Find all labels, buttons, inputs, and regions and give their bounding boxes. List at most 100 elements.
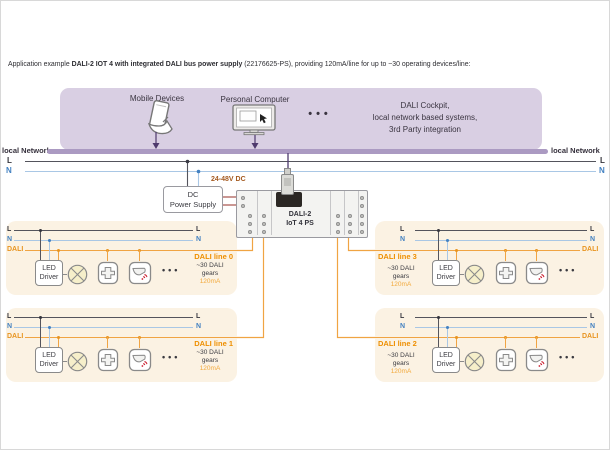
- dali-label: DALI: [7, 246, 24, 253]
- ellipsis-icon: •••: [162, 265, 181, 275]
- terminal: [348, 222, 352, 226]
- terminal: [348, 230, 352, 234]
- gear-info: ~30 DALI gears 120mA: [184, 349, 236, 373]
- dc-label-line2: Power Supply: [169, 200, 217, 209]
- terminal: [241, 204, 245, 208]
- presence-sensor-icon: [128, 261, 152, 285]
- presence-sensor-icon: [128, 348, 152, 372]
- current-label: 120mA: [199, 365, 221, 372]
- dali-line-3-box: L L N N DALI DALI line 3 LED Driver: [375, 221, 604, 295]
- terminal: [336, 222, 340, 226]
- local-network-label-right: local Network: [551, 146, 600, 155]
- current-label: 120mA: [390, 281, 412, 288]
- n-label: N: [196, 323, 202, 330]
- n-label-left: N: [6, 166, 12, 175]
- gear-info: ~30 DALI gears 120mA: [184, 262, 236, 286]
- current-label: 120mA: [390, 368, 412, 375]
- push-button-icon: [495, 261, 517, 285]
- terminal: [360, 204, 364, 208]
- dc-label-line1: DC: [187, 190, 199, 199]
- dali-wire: [25, 337, 237, 338]
- ellipsis-icon: •••: [162, 352, 181, 362]
- terminal: [360, 214, 364, 218]
- ellipsis-icon: •••: [559, 265, 578, 275]
- voltage-label: 24-48V DC: [211, 176, 246, 183]
- terminal: [262, 214, 266, 218]
- terminal: [248, 214, 252, 218]
- dali-wire-line1: [237, 236, 265, 339]
- dali2-iot4-ps-device: DALI-2 IoT 4 PS: [236, 190, 368, 238]
- n-label: N: [7, 323, 13, 330]
- dali-label: DALI: [582, 246, 599, 253]
- monitor-icon: [232, 104, 276, 136]
- n-label-right: N: [599, 166, 605, 175]
- ethernet-plug-detail: [284, 178, 291, 186]
- dali-line-title: DALI line 1: [194, 339, 233, 348]
- local-network-label-left: local Network: [2, 146, 51, 155]
- dali-line-title: DALI line 0: [194, 252, 233, 261]
- terminal: [262, 222, 266, 226]
- terminal: [360, 222, 364, 226]
- n-label: N: [590, 323, 596, 330]
- l-label: L: [590, 313, 595, 320]
- terminal: [262, 230, 266, 234]
- led-driver: LED Driver: [432, 260, 460, 286]
- l-label: L: [7, 313, 12, 320]
- l-label: L: [7, 226, 12, 233]
- ethernet-port: [276, 192, 302, 207]
- n-wire: [14, 327, 193, 328]
- n-label: N: [400, 236, 406, 243]
- gear-info: ~30 DALI gears 120mA: [375, 352, 427, 376]
- figure-caption: Application example DALI-2 IOT 4 with in…: [8, 60, 606, 69]
- dali-wire: [25, 250, 237, 251]
- dali-cockpit-text: DALI Cockpit, local network based system…: [344, 100, 506, 136]
- lamp-icon: [67, 351, 88, 372]
- dali-line-1-box: L L N N DALI DALI line 1 LED Driver: [6, 308, 237, 382]
- personal-computer-label: Personal Computer: [220, 95, 290, 104]
- mobile-devices-label: Mobile Devices: [129, 94, 185, 103]
- l-label-right: L: [600, 156, 605, 165]
- terminal: [248, 222, 252, 226]
- n-wire: [14, 240, 193, 241]
- l-label: L: [196, 226, 201, 233]
- cockpit-line-2: local network based systems,: [372, 113, 478, 122]
- dali-label: DALI: [582, 333, 599, 340]
- terminal: [248, 230, 252, 234]
- l-wire: [415, 317, 587, 318]
- l-wire: [415, 230, 587, 231]
- lamp-icon: [67, 264, 88, 285]
- terminal: [348, 214, 352, 218]
- dali-line-title: DALI line 2: [378, 339, 417, 348]
- n-label: N: [590, 236, 596, 243]
- push-button-icon: [97, 261, 119, 285]
- smartphone-hand-icon: [147, 100, 173, 135]
- dali-wire: [375, 337, 580, 338]
- lamp-icon: [464, 351, 485, 372]
- network-cloud: [60, 88, 542, 150]
- led-driver: LED Driver: [432, 347, 460, 373]
- terminal: [336, 214, 340, 218]
- n-label: N: [7, 236, 13, 243]
- ellipsis-icon: •••: [308, 108, 332, 120]
- n-label: N: [196, 236, 202, 243]
- presence-sensor-icon: [525, 261, 549, 285]
- n-label: N: [400, 323, 406, 330]
- led-driver: LED Driver: [35, 260, 63, 286]
- terminal: [360, 230, 364, 234]
- l-wire: [14, 230, 193, 231]
- dali-wire-line2: [336, 236, 375, 339]
- l-label-left: L: [7, 156, 12, 165]
- l-label: L: [400, 313, 405, 320]
- push-button-icon: [495, 348, 517, 372]
- n-wire: [415, 327, 587, 328]
- l-wire: [14, 317, 193, 318]
- l-label: L: [400, 226, 405, 233]
- cockpit-line-1: DALI Cockpit,: [400, 101, 450, 110]
- gear-info: ~30 DALI gears 120mA: [375, 265, 427, 289]
- current-label: 120mA: [199, 278, 221, 285]
- dali-wire: [375, 250, 580, 251]
- push-button-icon: [97, 348, 119, 372]
- terminal: [241, 196, 245, 200]
- caption-suffix: (22176625-PS), providing 120mA/line for …: [242, 60, 471, 68]
